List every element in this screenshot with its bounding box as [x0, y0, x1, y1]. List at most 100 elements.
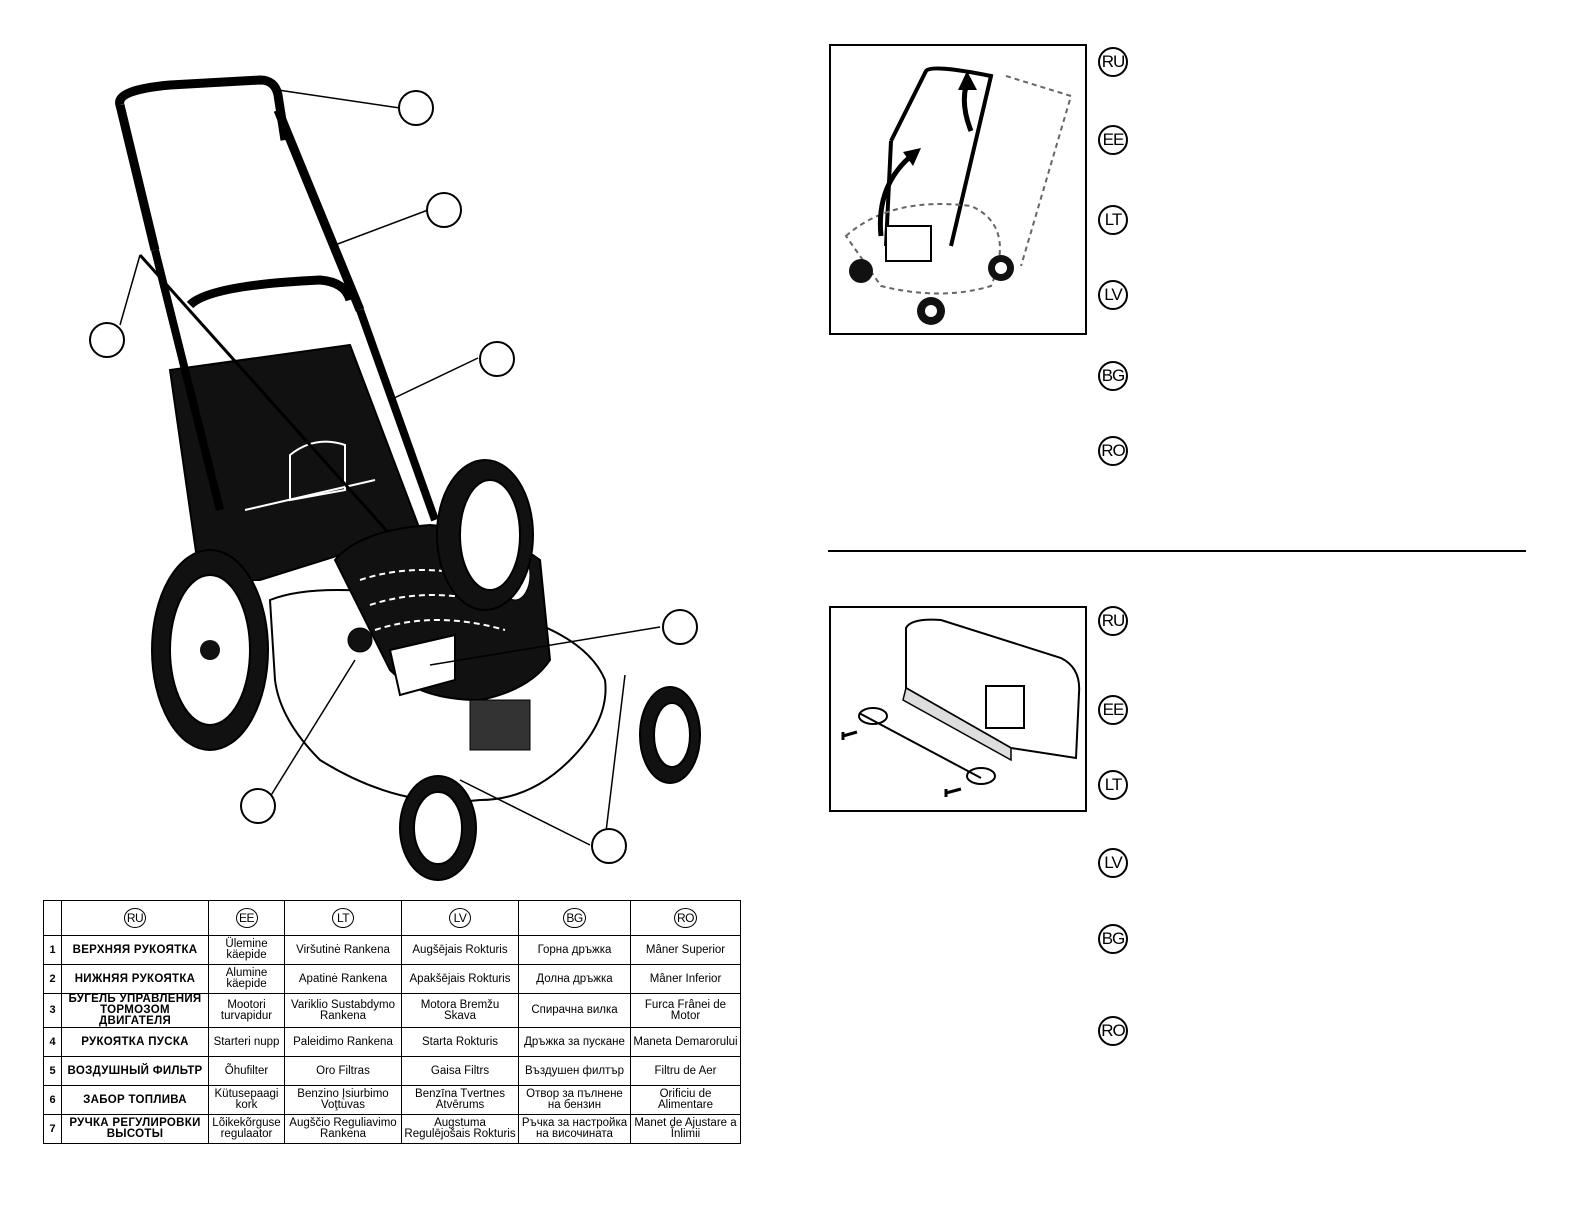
lang-badge-lt: LT: [332, 908, 354, 928]
lang-badge-bg: BG: [1098, 361, 1128, 391]
front-right-wheel: [639, 686, 701, 784]
table-row: 3 БУГЕЛЬ УПРАВЛЕНИЯ ТОРМОЗОМ ДВИГАТЕЛЯ M…: [43, 993, 741, 1028]
cell-ru: ВОЗДУШНЫЙ ФИЛЬТР: [61, 1056, 209, 1086]
callout-leaders: [119, 89, 661, 846]
lang-badge-lv: LV: [1098, 848, 1128, 878]
cell-ru: НИЖНЯЯ РУКОЯТКА: [61, 964, 209, 994]
lang-badge-ro: RO: [1098, 1016, 1128, 1046]
cell-lv: Augšējais Rokturis: [401, 935, 519, 965]
rear-right-wheel: [436, 459, 534, 611]
lang-badge-lv: LV: [449, 908, 471, 928]
cell-ro: Furca Frânei de Motor: [630, 993, 741, 1028]
bag-bracket-illustration: [841, 618, 1081, 797]
cell-ru: ВЕРХНЯЯ РУКОЯТКА: [61, 935, 209, 965]
cell-ro: Mâner Inferior: [630, 964, 741, 994]
cell-ee: Õhufilter: [208, 1056, 285, 1086]
cell-ru: ЗАБОР ТОПЛИВА: [61, 1085, 209, 1115]
cell-ee: Alumine käepide: [208, 964, 285, 994]
handle-raise-illustration: [844, 66, 1073, 325]
row-number: 6: [43, 1085, 62, 1115]
table-row: 7 РУЧКА РЕГУЛИРОВКИ ВЫСОТЫ Lõikekõrguse …: [43, 1114, 741, 1144]
lang-badge-ee: EE: [235, 908, 258, 928]
lower-handle: [151, 249, 439, 522]
cell-ee: Kütusepaagi kork: [208, 1085, 285, 1115]
cell-lt: Augščio Reguliavimo Rankena: [284, 1114, 402, 1144]
row-number: 4: [43, 1027, 62, 1057]
callout-circle: [89, 322, 125, 358]
table-row: 5 ВОЗДУШНЫЙ ФИЛЬТР Õhufilter Oro Filtras…: [43, 1056, 741, 1086]
cell-ro: Filtru de Aer: [630, 1056, 741, 1086]
row-number: 3: [43, 993, 62, 1028]
callout-circle: [398, 90, 434, 126]
cell-ru: РУКОЯТКА ПУСКА: [61, 1027, 209, 1057]
cell-ee: Starteri nupp: [208, 1027, 285, 1057]
lang-badge-ru: RU: [1098, 606, 1128, 636]
cell-ee: Lõikekõrguse regulaator: [208, 1114, 285, 1144]
cell-lv: Motora Bremžu Skava: [401, 993, 519, 1028]
section-divider: [828, 550, 1526, 552]
cell-bg: Долна дръжка: [518, 964, 631, 994]
lang-badge-lv: LV: [1098, 280, 1128, 310]
fuel-cap: [347, 627, 373, 653]
cell-lt: Benzino Įsiurbimo Voţtuvas: [284, 1085, 402, 1115]
cell-lv: Gaisa Filtrs: [401, 1056, 519, 1086]
arrow-up-icon: [903, 148, 921, 166]
cell-lv: Augstuma Regulējošais Rokturis: [401, 1114, 519, 1144]
cell-lt: Apatinė Rankena: [284, 964, 402, 994]
cell-bg: Спирачна вилка: [518, 993, 631, 1028]
figure-handle-raise: [829, 44, 1087, 335]
lang-badge-ru: RU: [1098, 47, 1128, 77]
callout-circle: [662, 609, 698, 645]
cell-ee: Ülemine käepide: [208, 935, 285, 965]
cell-ru: БУГЕЛЬ УПРАВЛЕНИЯ ТОРМОЗОМ ДВИГАТЕЛЯ: [61, 993, 209, 1028]
engine-brake-bar: [138, 253, 397, 542]
parts-table: RU EE LT LV BG RO 1 ВЕРХНЯЯ РУКОЯТКА Üle…: [43, 900, 741, 1144]
lang-badge-bg: BG: [1098, 924, 1128, 954]
cell-bg: Въздушен филтър: [518, 1056, 631, 1086]
cell-bg: Ръчка за настройка на височината: [518, 1114, 631, 1144]
row-number: 1: [43, 935, 62, 965]
table-header-row: RU EE LT LV BG RO: [43, 900, 741, 936]
callout-circle: [479, 341, 515, 377]
row-number: 5: [43, 1056, 62, 1086]
cell-lt: Variklio Sustabdymo Rankena: [284, 993, 402, 1028]
lawn-mower-illustration: [115, 75, 701, 881]
cell-lv: Starta Rokturis: [401, 1027, 519, 1057]
row-number: 2: [43, 964, 62, 994]
cell-lv: Apakšējais Rokturis: [401, 964, 519, 994]
cell-ru: РУЧКА РЕГУЛИРОВКИ ВЫСОТЫ: [61, 1114, 209, 1144]
table-row: 1 ВЕРХНЯЯ РУКОЯТКА Ülemine käepide Viršu…: [43, 935, 741, 965]
lang-badge-ro: RO: [674, 908, 697, 928]
cell-lt: Paleidimo Rankena: [284, 1027, 402, 1057]
air-filter: [388, 633, 456, 697]
cell-bg: Дръжка за пускане: [518, 1027, 631, 1057]
callout-circle: [591, 828, 627, 864]
cell-ro: Mâner Superior: [630, 935, 741, 965]
lang-badge-ro: RO: [1098, 436, 1128, 466]
front-left-wheel: [399, 775, 477, 881]
cell-lv: Benzīna Tvertnes Atvērums: [401, 1085, 519, 1115]
rear-left-wheel: [151, 549, 269, 751]
cell-ro: Maneta Demarorului: [630, 1027, 741, 1057]
lang-badge-ee: EE: [1098, 695, 1128, 725]
table-row: 2 НИЖНЯЯ РУКОЯТКА Alumine käepide Apatin…: [43, 964, 741, 994]
upper-handle: [115, 75, 290, 141]
callout-circle: [426, 192, 462, 228]
lang-badge-ee: EE: [1098, 125, 1128, 155]
lang-badge-lt: LT: [1098, 205, 1128, 235]
cell-lt: Oro Filtras: [284, 1056, 402, 1086]
lang-badge-lt: LT: [1098, 770, 1128, 800]
screw-icon: [841, 730, 858, 740]
cell-lt: Viršutinė Rankena: [284, 935, 402, 965]
figure-bag-bracket: [829, 606, 1087, 812]
lang-badge-bg: BG: [563, 908, 586, 928]
cell-ro: Orificiu de Alimentare: [630, 1085, 741, 1115]
screw-icon: [944, 787, 962, 797]
cell-bg: Горна дръжка: [518, 935, 631, 965]
cell-ee: Mootori turvapidur: [208, 993, 285, 1028]
table-row: 6 ЗАБОР ТОПЛИВА Kütusepaagi kork Benzino…: [43, 1085, 741, 1115]
cell-ro: Manet de Ajustare a Înlimii: [630, 1114, 741, 1144]
row-number: 7: [43, 1114, 62, 1144]
cell-bg: Отвор за пълнене на бензин: [518, 1085, 631, 1115]
table-row: 4 РУКОЯТКА ПУСКА Starteri nupp Paleidimo…: [43, 1027, 741, 1057]
